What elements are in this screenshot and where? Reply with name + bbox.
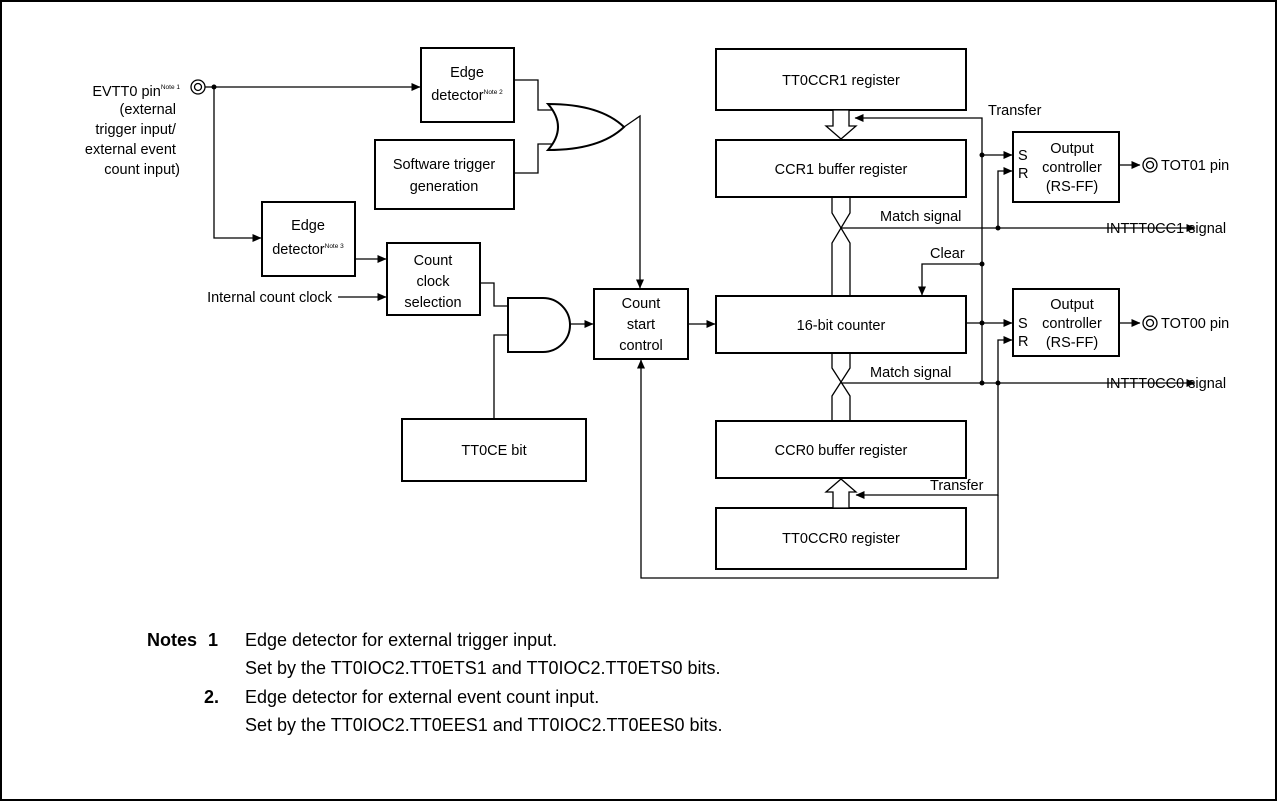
output-controller-0-box bbox=[1012, 288, 1120, 357]
note-2-number: 2. bbox=[204, 687, 220, 707]
note-1-number: 1 bbox=[208, 630, 219, 650]
note-2-line1: Edge detector for external event count i… bbox=[245, 687, 600, 707]
tot00-pin-label: TOT00 pin bbox=[1161, 316, 1229, 332]
software-trigger-generation-box bbox=[374, 139, 515, 210]
count-start-control-line3: control bbox=[619, 338, 663, 354]
wire-transfer-bottom bbox=[855, 383, 999, 499]
count-clock-selection-line3: selection bbox=[404, 295, 461, 311]
transfer-top-label: Transfer bbox=[988, 103, 1042, 119]
wire-clear bbox=[918, 263, 982, 296]
tt0ccr1-register-label: TT0CCR1 register bbox=[782, 73, 900, 89]
edge-detector-note2-line2: detectorNote 2 bbox=[431, 88, 503, 104]
evtt0-pin-desc: (external trigger input/ external event … bbox=[85, 102, 180, 178]
edge-detector-note3 bbox=[261, 201, 356, 277]
counter-16bit-label: 16-bit counter bbox=[797, 318, 886, 334]
match-signal-top-label: Match signal bbox=[880, 209, 961, 225]
wire-r-oc0 bbox=[997, 336, 1013, 383]
count-clock-selection-line1: Count bbox=[414, 253, 453, 269]
note-1-line1: Edge detector for external trigger input… bbox=[245, 630, 558, 650]
count-clock-selection-line2: clock bbox=[416, 274, 450, 290]
match-signal-bottom-label: Match signal bbox=[870, 365, 951, 381]
output-controller-0-line1: Output bbox=[1050, 297, 1094, 313]
output-controller-0-r: R bbox=[1018, 334, 1028, 350]
wire-swtrig-to-or bbox=[514, 143, 556, 174]
counter-16bit-box bbox=[715, 295, 967, 354]
bus-arrow-tt0ccr1-to-ccr1 bbox=[824, 109, 858, 140]
ccr1-buffer-register-box bbox=[715, 139, 967, 198]
tt0ce-bit-label: TT0CE bit bbox=[461, 443, 526, 459]
note-2-line2: Set by the TT0IOC2.TT0EES1 and TT0IOC2.T… bbox=[245, 715, 723, 735]
wire-transfer-top bbox=[854, 114, 983, 383]
wire-evtt0-to-edge3 bbox=[213, 87, 262, 242]
output-controller-0-s: S bbox=[1018, 316, 1028, 332]
tt0ccr1-register-box bbox=[715, 48, 967, 111]
notes-heading: Notes bbox=[147, 630, 198, 650]
tot01-pin-label: TOT01 pin bbox=[1161, 158, 1229, 174]
edge-detector-note2 bbox=[420, 47, 515, 123]
inttt0cc1-signal-label: INTTT0CC1 signal bbox=[1106, 221, 1226, 237]
tot00-pin-terminal bbox=[1142, 315, 1158, 331]
tt0ccr0-register-label: TT0CCR0 register bbox=[782, 531, 900, 547]
ccr1-buffer-register-label: CCR1 buffer register bbox=[775, 162, 908, 178]
ccr0-buffer-register-box bbox=[715, 420, 967, 479]
wire-clock-sel-to-and bbox=[480, 282, 508, 307]
output-controller-1-line2: controller bbox=[1042, 160, 1102, 176]
edge-detector-note2-line1: Edge bbox=[450, 65, 484, 81]
output-controller-1-line1: Output bbox=[1050, 141, 1094, 157]
edge-detector-note3-line2: detectorNote 3 bbox=[272, 242, 344, 258]
inttt0cc0-signal-label: INTTT0CC0 signal bbox=[1106, 376, 1226, 392]
count-start-control-line2: start bbox=[627, 317, 655, 333]
internal-count-clock-label: Internal count clock bbox=[207, 290, 333, 306]
comparator-cc1 bbox=[831, 197, 851, 295]
transfer-bottom-label: Transfer bbox=[930, 478, 984, 494]
and-gate bbox=[507, 297, 571, 353]
evtt0-pin-label: EVTT0 pinNote 1 bbox=[92, 84, 180, 100]
comparator-cc0 bbox=[831, 353, 851, 420]
wire-or-to-count-start bbox=[623, 114, 644, 289]
count-start-control-box bbox=[593, 288, 689, 360]
output-controller-1-s: S bbox=[1018, 148, 1028, 164]
clear-label: Clear bbox=[930, 246, 965, 262]
ccr0-buffer-register-label: CCR0 buffer register bbox=[775, 443, 908, 459]
output-controller-1-box bbox=[1012, 131, 1120, 203]
output-controller-1-line3: (RS-FF) bbox=[1046, 179, 1098, 195]
output-controller-0-line3: (RS-FF) bbox=[1046, 335, 1098, 351]
edge-detector-note3-line1: Edge bbox=[291, 218, 325, 234]
wire-edge2-to-or bbox=[514, 79, 556, 111]
note-1-line2: Set by the TT0IOC2.TT0ETS1 and TT0IOC2.T… bbox=[245, 658, 721, 678]
tt0ccr0-register-box bbox=[715, 507, 967, 570]
count-clock-selection-box bbox=[386, 242, 481, 316]
bus-arrow-tt0ccr0-to-ccr0 bbox=[824, 478, 858, 509]
output-controller-1-r: R bbox=[1018, 166, 1028, 182]
wire-r-oc1 bbox=[997, 167, 1013, 228]
output-controller-0-line2: controller bbox=[1042, 316, 1102, 332]
tt0ce-bit-box bbox=[401, 418, 587, 482]
count-start-control-line1: Count bbox=[622, 296, 661, 312]
wire-feedback-to-count-start bbox=[637, 359, 999, 579]
or-gate bbox=[545, 102, 626, 152]
software-trigger-line2: generation bbox=[410, 179, 479, 195]
evtt0-pin-terminal bbox=[190, 79, 206, 95]
wire-tt0ce-to-and bbox=[493, 334, 508, 418]
tot01-pin-terminal bbox=[1142, 157, 1158, 173]
software-trigger-line1: Software trigger bbox=[393, 157, 496, 173]
